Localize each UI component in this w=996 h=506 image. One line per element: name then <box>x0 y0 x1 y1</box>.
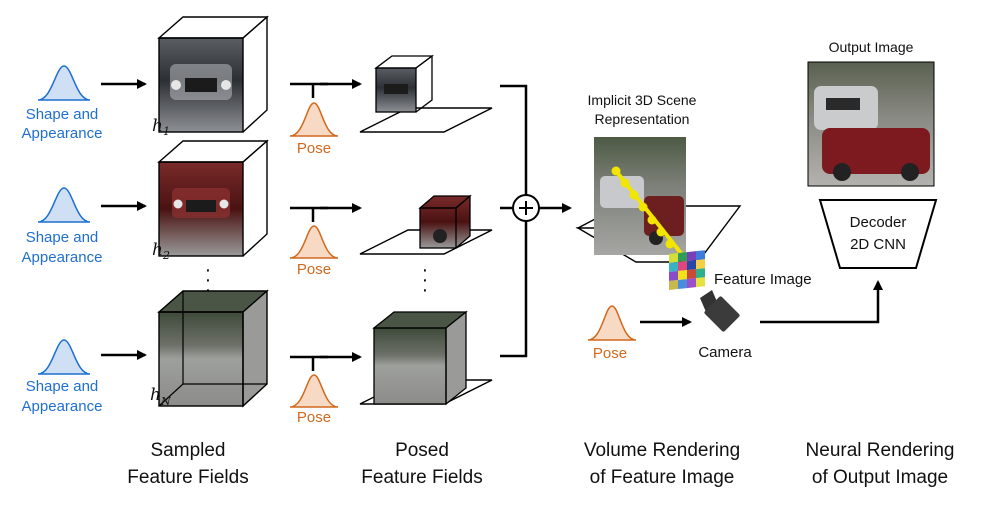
stage-caption-line2: of Output Image <box>812 467 948 488</box>
feature-image-label: Feature Image <box>714 271 812 288</box>
camera-pose-label: Pose <box>593 345 627 362</box>
stage-caption-line2: Feature Fields <box>361 467 482 488</box>
gaussian-curve-icon <box>37 339 91 375</box>
row-1: Shape and Appearance h 1 Pose <box>22 15 493 157</box>
latent-code-subscript: N <box>160 395 171 408</box>
pose-transform-marker <box>289 355 339 408</box>
camera-label: Camera <box>698 344 752 361</box>
gaussian-curve-icon <box>289 225 339 259</box>
posed-feature-field-n <box>359 310 493 406</box>
row-2: Shape and Appearance h 2 Pose <box>22 139 493 278</box>
gaussian-curve-icon <box>587 305 637 341</box>
ellipsis: · <box>422 269 429 291</box>
output-title: Output Image <box>829 39 914 55</box>
output-image <box>807 61 935 187</box>
latent-code: h <box>152 240 163 260</box>
pose-transform-marker <box>289 82 339 137</box>
stage-caption-line1: Neural Rendering <box>806 440 955 461</box>
latent-code-subscript: 1 <box>163 125 170 138</box>
pose-label: Pose <box>297 409 331 426</box>
scene-title-line1: Implicit 3D Scene <box>588 92 697 108</box>
arrow <box>760 280 883 324</box>
decoder-label-line1: Decoder <box>850 214 907 231</box>
input-label-line1: Shape and <box>26 378 99 395</box>
ellipsis: · <box>205 269 212 291</box>
ellipsis: · <box>205 259 212 281</box>
input-label-line1: Shape and <box>26 229 99 246</box>
feature-field-cube-n <box>157 289 269 408</box>
decoder-label-line2: 2D CNN <box>850 236 906 253</box>
posed-feature-field-2 <box>359 194 493 255</box>
stage-caption-line1: Posed <box>395 440 449 461</box>
stage-caption-line1: Volume Rendering <box>584 440 740 461</box>
implicit-scene: Implicit 3D Scene Representation <box>575 92 812 290</box>
ellipsis: · <box>422 279 429 301</box>
camera-ray <box>611 166 690 264</box>
row-n: Shape and Appearance h N Pose <box>22 289 493 426</box>
scene-title-line2: Representation <box>595 111 690 127</box>
ellipsis: · <box>205 279 212 301</box>
pose-label: Pose <box>297 140 331 157</box>
latent-code: h <box>152 116 163 136</box>
posed-feature-field-1 <box>359 54 493 133</box>
gaussian-curve-icon <box>37 187 91 223</box>
input-label-line1: Shape and <box>26 106 99 123</box>
camera-icon <box>700 290 740 332</box>
input-label-line2: Appearance <box>22 398 103 415</box>
feature-field-cube-2 <box>157 139 269 257</box>
stage-caption-line1: Sampled <box>151 440 226 461</box>
feature-field-cube-1 <box>157 15 269 133</box>
stage-caption-line2: of Feature Image <box>590 467 735 488</box>
feature-grid <box>669 250 705 290</box>
input-label-line2: Appearance <box>22 249 103 266</box>
pose-transform-marker <box>289 206 339 259</box>
gaussian-curve-icon <box>289 102 339 137</box>
latent-code: h <box>150 385 161 405</box>
stage-captions: Sampled Feature Fields Posed Feature Fie… <box>127 440 954 488</box>
input-label-line2: Appearance <box>22 125 103 142</box>
gaussian-curve-icon <box>37 65 91 101</box>
stage-caption-line2: Feature Fields <box>127 467 248 488</box>
latent-code-subscript: 2 <box>162 249 170 262</box>
pose-label: Pose <box>297 261 331 278</box>
decoder-trapezoid <box>818 199 938 269</box>
composition-operator <box>500 84 572 358</box>
gaussian-curve-icon <box>289 374 339 408</box>
ellipsis: · <box>422 259 429 281</box>
